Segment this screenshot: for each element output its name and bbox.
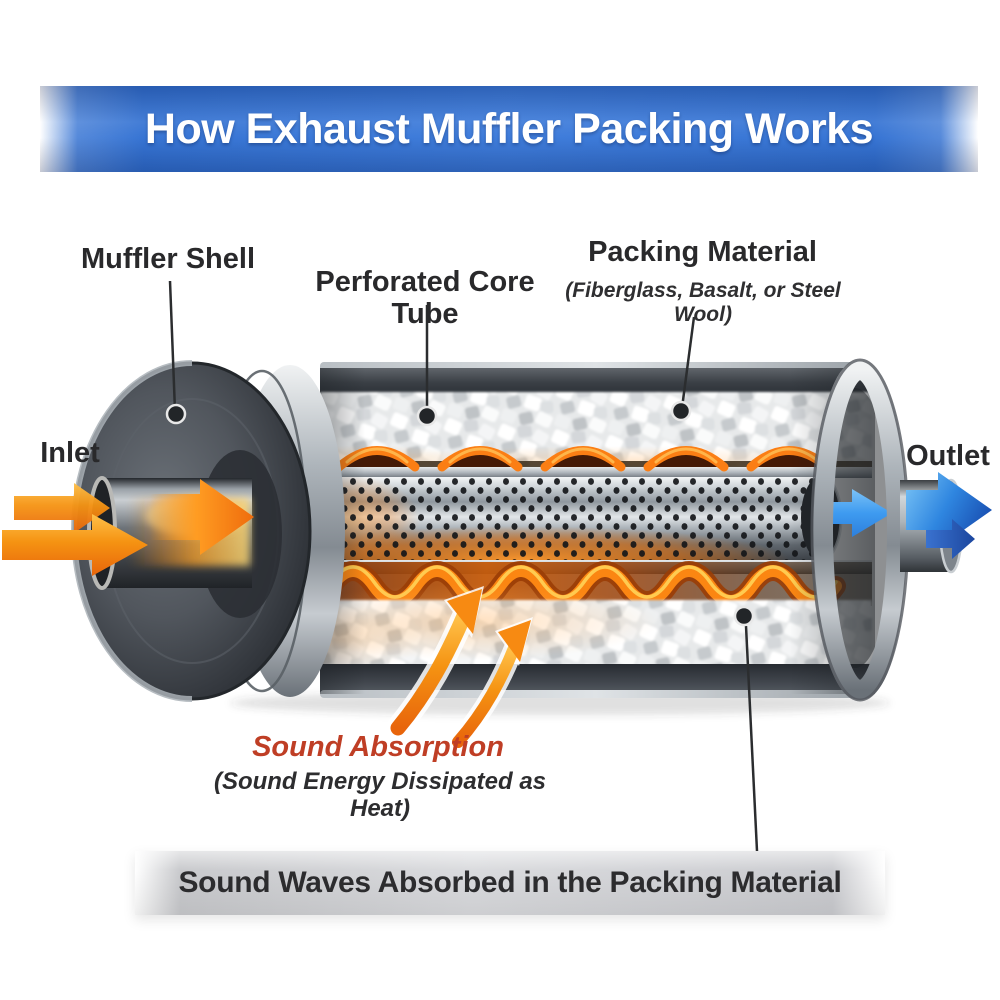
- perforated-core-tube-label: Perforated Core Tube: [315, 266, 535, 331]
- inner-divider-top: [320, 466, 872, 478]
- inlet-arrow-2: [2, 514, 148, 576]
- page-title: How Exhaust Muffler Packing Works: [144, 105, 874, 153]
- inlet-flow-arrows: [2, 479, 254, 576]
- leader-packing-bottom: [744, 625, 759, 852]
- title-banner: How Exhaust Muffler Packing Works: [40, 86, 978, 172]
- leader-packing-top: [680, 316, 696, 409]
- outlet-arrow-main: [906, 472, 992, 548]
- packing-material-sublabel: (Fiberglass, Basalt, or Steel Wool): [565, 279, 841, 326]
- absorption-arrows: [386, 586, 533, 752]
- outlet-arrow-small: [926, 519, 975, 559]
- perforated-core-tube: [322, 474, 843, 562]
- leader-muffler-shell: [168, 280, 177, 412]
- absorption-arrow-1: [390, 608, 472, 736]
- inlet-arrow-3: [150, 479, 254, 555]
- inlet-arrow-1: [14, 483, 110, 533]
- absorption-arrow-2: [452, 642, 520, 748]
- bottom-banner: Sound Waves Absorbed in the Packing Mate…: [135, 851, 885, 915]
- muffler-shell: [320, 362, 872, 394]
- outlet-label: Outlet: [906, 440, 990, 472]
- bottom-banner-text: Sound Waves Absorbed in the Packing Mate…: [178, 866, 842, 899]
- outlet-arrow-inside: [818, 489, 892, 537]
- title-banner-shading: [40, 86, 978, 172]
- sound-absorption-sublabel: (Sound Energy Dissipated as Heat): [213, 768, 547, 822]
- leader-lines: [168, 280, 759, 852]
- sound-absorption-label: Sound Absorption: [252, 731, 504, 763]
- muffler-shell-bottom: [320, 664, 872, 698]
- packing-material-label: Packing Material: [588, 236, 817, 268]
- inlet-label: Inlet: [40, 437, 100, 469]
- sound-wave-top: [334, 446, 832, 472]
- outlet-flow-arrows: [906, 472, 992, 559]
- leader-dots: [165, 400, 755, 627]
- muffler-shell-label: Muffler Shell: [80, 243, 255, 275]
